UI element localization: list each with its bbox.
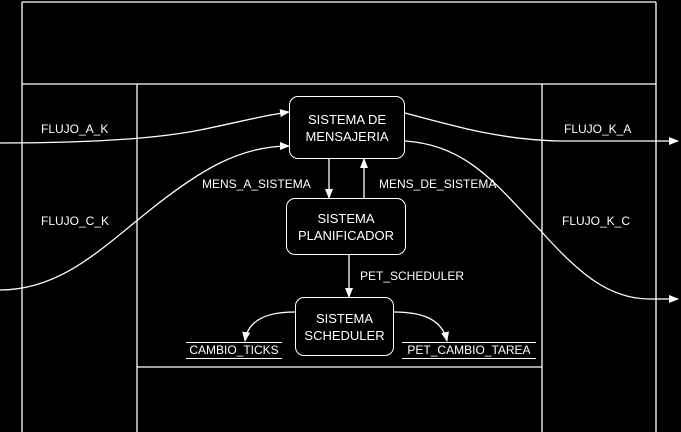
flow-line-a-k [0,109,290,144]
flow-label-k-c: FLUJO_K_C [562,214,631,228]
flow-label-k-a: FLUJO_K_A [564,122,632,136]
flow-label-c-k: FLUJO_C_K [41,214,110,228]
process-label: MENSAJERIA [305,128,389,144]
process-label: PLANIFICADOR [297,227,395,243]
flow-line-pet-cambio-tarea [393,311,449,342]
flow-line-k-a [404,112,679,145]
flow-line-k-c [404,140,679,303]
flow-label-mens-de-sistema: MENS_DE_SISTEMA [379,177,497,191]
process-sistema-planificador: SISTEMA PLANIFICADOR [286,198,406,255]
process-sistema-scheduler: SISTEMA SCHEDULER [295,297,394,356]
flow-line-c-k [0,142,290,291]
data-store-cambio-ticks: CAMBIO_TICKS [186,342,282,359]
frame-top-box [21,1,657,432]
process-label: SISTEMA DE [307,111,387,127]
process-label: SISTEMA [317,210,375,226]
process-label: SISTEMA [315,310,374,326]
flow-label-a-k: FLUJO_A_K [41,122,109,136]
flow-label-mens-a-sistema: MENS_A_SISTEMA [202,177,311,191]
process-label: SCHEDULER [304,327,385,343]
data-store-pet-cambio-tarea: PET_CAMBIO_TAREA [402,342,536,359]
flow-label-pet-scheduler: PET_SCHEDULER [360,269,465,283]
flow-line-cambio-ticks [242,311,296,342]
process-sistema-mensajeria: SISTEMA DE MENSAJERIA [289,96,405,159]
